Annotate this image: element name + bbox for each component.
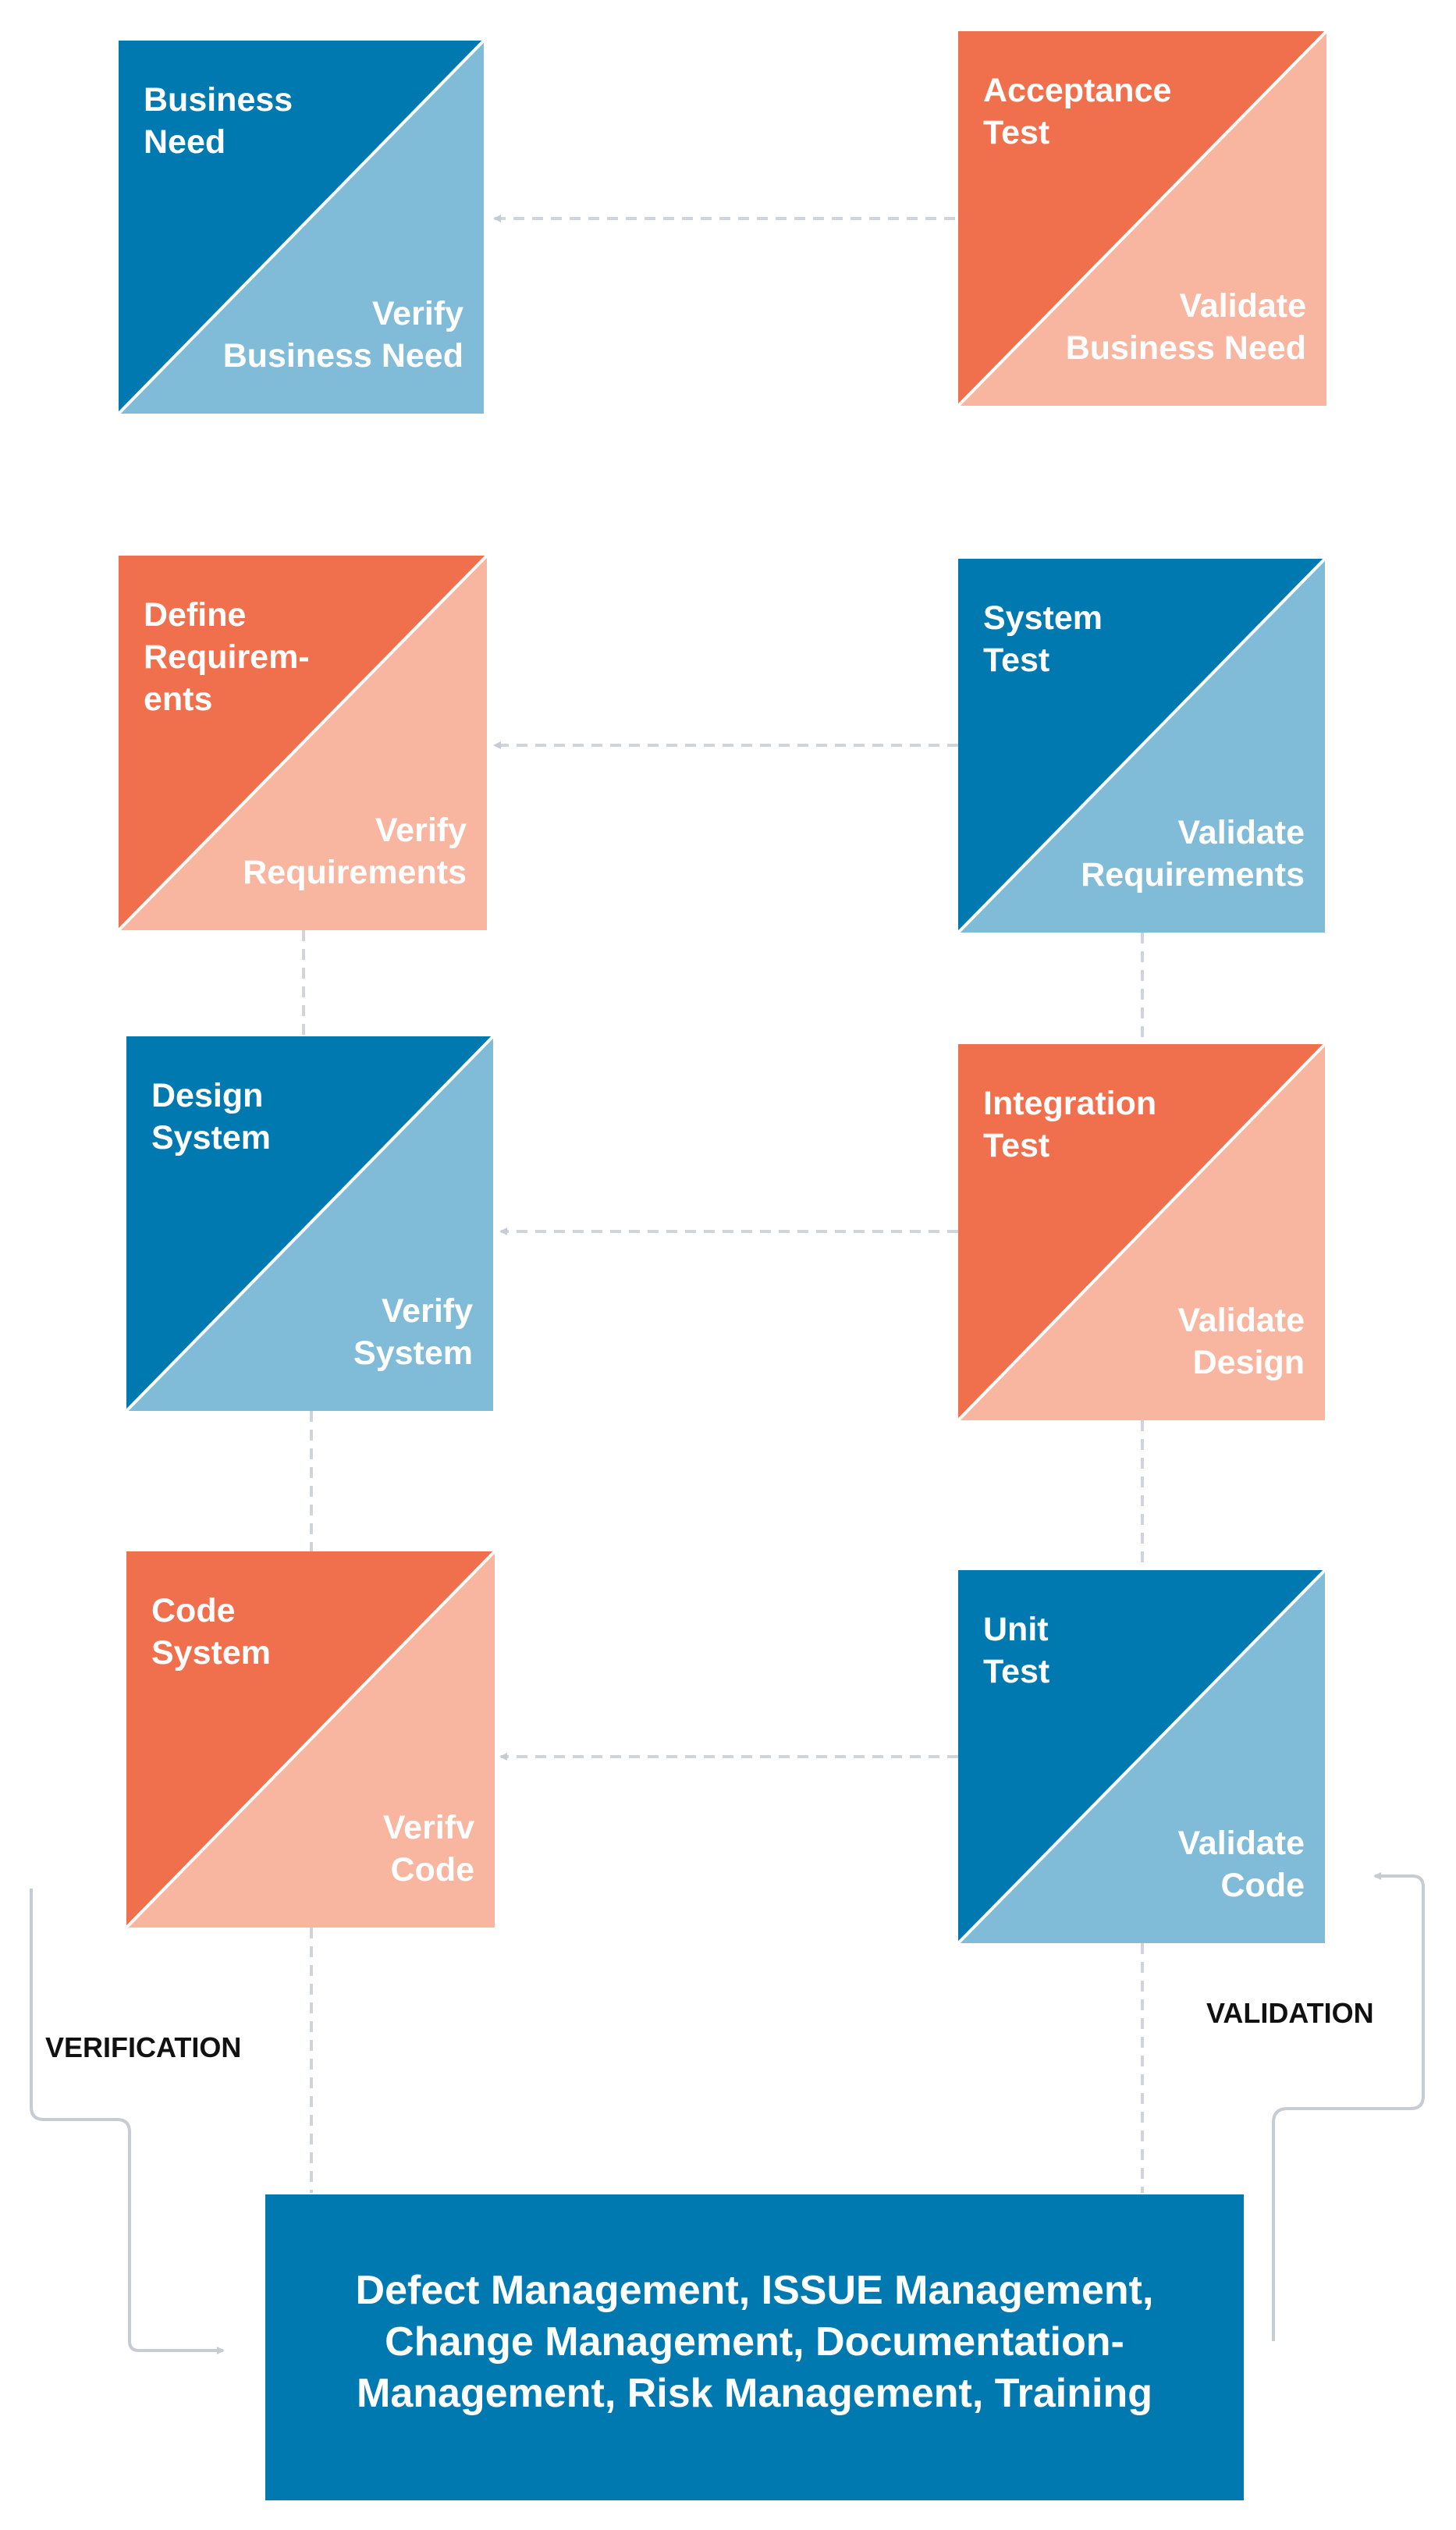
verification-label: VERIFICATION — [45, 2031, 241, 2063]
box-diagonal — [125, 1550, 496, 1929]
box-title-line: Need — [144, 123, 226, 161]
box-diagonal — [957, 1569, 1326, 1945]
box-title-line: Unit — [983, 1611, 1049, 1648]
box-subtitle-line: Verify — [375, 812, 467, 849]
connectors — [30, 215, 1425, 2354]
validation-bracket — [1272, 1872, 1425, 2341]
box-subtitle-line: Validate — [1177, 1302, 1305, 1339]
footer-background — [265, 2194, 1244, 2500]
box-subtitle-line: Business Need — [1066, 329, 1306, 367]
box-diagonal — [957, 1043, 1326, 1422]
box-diagonal — [957, 30, 1328, 407]
management-footer: Defect Management, ISSUE Management, Cha… — [265, 2194, 1244, 2500]
footer-line-1: Defect Management, ISSUE Management, — [356, 2268, 1154, 2313]
box-title-line: Acceptance — [983, 72, 1171, 109]
validation-label: VALIDATION — [1206, 1997, 1374, 2029]
box-subtitle-line: Code — [1221, 1867, 1305, 1904]
box-diagonal — [125, 1035, 495, 1412]
box-subtitle-line: Validate — [1177, 814, 1305, 851]
box-title-line: ents — [144, 680, 212, 718]
footer-line-3: Management, Risk Management, Training — [357, 2371, 1152, 2416]
box-title-line: Business — [144, 81, 293, 119]
box-diagonal — [117, 39, 485, 415]
box-subtitle-line: Verify — [372, 295, 463, 332]
box-title-line: Test — [983, 1127, 1049, 1164]
box-title-line: System — [151, 1634, 271, 1672]
verification-bracket — [30, 1889, 225, 2354]
box-subtitle-line: Code — [391, 1851, 475, 1889]
box-subtitle-line: Requirements — [1081, 856, 1305, 894]
box-title-line: Design — [151, 1077, 263, 1114]
box-subtitle-line: Validate — [1179, 287, 1306, 325]
box-subtitle-line: Validate — [1177, 1825, 1305, 1862]
box-title-line: Test — [983, 1653, 1049, 1690]
box-subtitle-line: System — [353, 1334, 473, 1372]
box-subtitle-line: Business Need — [223, 337, 463, 375]
box-subtitle-line: Design — [1193, 1344, 1305, 1381]
box-title-line: System — [983, 599, 1103, 637]
box-title-line: Code — [151, 1592, 236, 1629]
box-title-line: System — [151, 1119, 271, 1157]
box-title-line: Integration — [983, 1085, 1156, 1122]
box-title-line: Test — [983, 114, 1049, 151]
footer-line-2: Change Management, Documentation- — [385, 2319, 1124, 2365]
box-diagonal — [957, 557, 1326, 934]
box-subtitle-line: Verifv — [383, 1809, 474, 1846]
box-title-line: Test — [983, 641, 1049, 679]
box-subtitle-line: Requirements — [243, 854, 467, 891]
box-title-line: Define — [144, 596, 246, 634]
box-diagonal — [117, 554, 488, 932]
box-subtitle-line: Verify — [382, 1292, 473, 1330]
box-title-line: Requirem- — [144, 638, 310, 676]
